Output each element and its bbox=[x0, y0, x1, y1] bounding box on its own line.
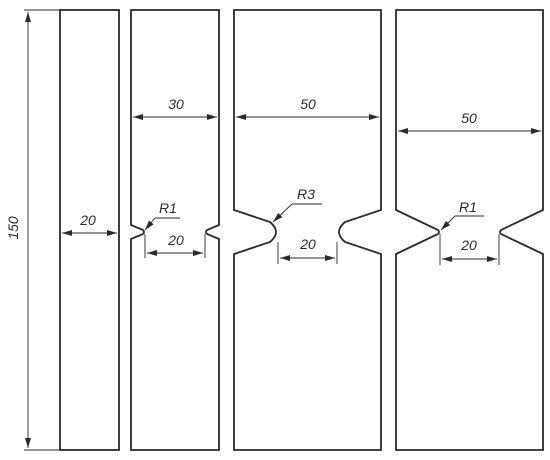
specimen-4-outline bbox=[395, 9, 544, 451]
specimen-4: 50 R1 20 bbox=[395, 9, 544, 451]
specimen-1-outline bbox=[59, 9, 120, 451]
specimen-3: 50 R3 20 bbox=[233, 9, 382, 451]
overall-length-dimension: 150 bbox=[5, 9, 60, 451]
specimen-3-outline bbox=[233, 9, 382, 451]
specimen-3-width-label: 50 bbox=[300, 96, 316, 112]
specimen-4-neck-label: 20 bbox=[460, 237, 477, 253]
specimen-3-radius-label: R3 bbox=[297, 186, 315, 202]
specimen-4-radius-label: R1 bbox=[459, 199, 477, 215]
specimen-1: 20 bbox=[59, 9, 120, 451]
specimen-3-radius-leader bbox=[272, 203, 293, 223]
overall-length-label: 150 bbox=[5, 216, 21, 240]
specimen-4-width-label: 50 bbox=[461, 110, 477, 126]
specimen-2-outline bbox=[130, 9, 220, 451]
specimen-3-neck-label: 20 bbox=[299, 236, 316, 252]
specimen-2-radius-leader bbox=[144, 217, 156, 231]
specimen-2-width-label: 30 bbox=[168, 96, 184, 112]
specimen-2: 30 R1 20 bbox=[130, 9, 220, 451]
specimen-1-width-label: 20 bbox=[79, 212, 96, 228]
specimen-2-neck-label: 20 bbox=[167, 232, 184, 248]
specimen-4-radius-leader bbox=[440, 215, 456, 231]
specimen-2-radius-label: R1 bbox=[159, 200, 177, 216]
